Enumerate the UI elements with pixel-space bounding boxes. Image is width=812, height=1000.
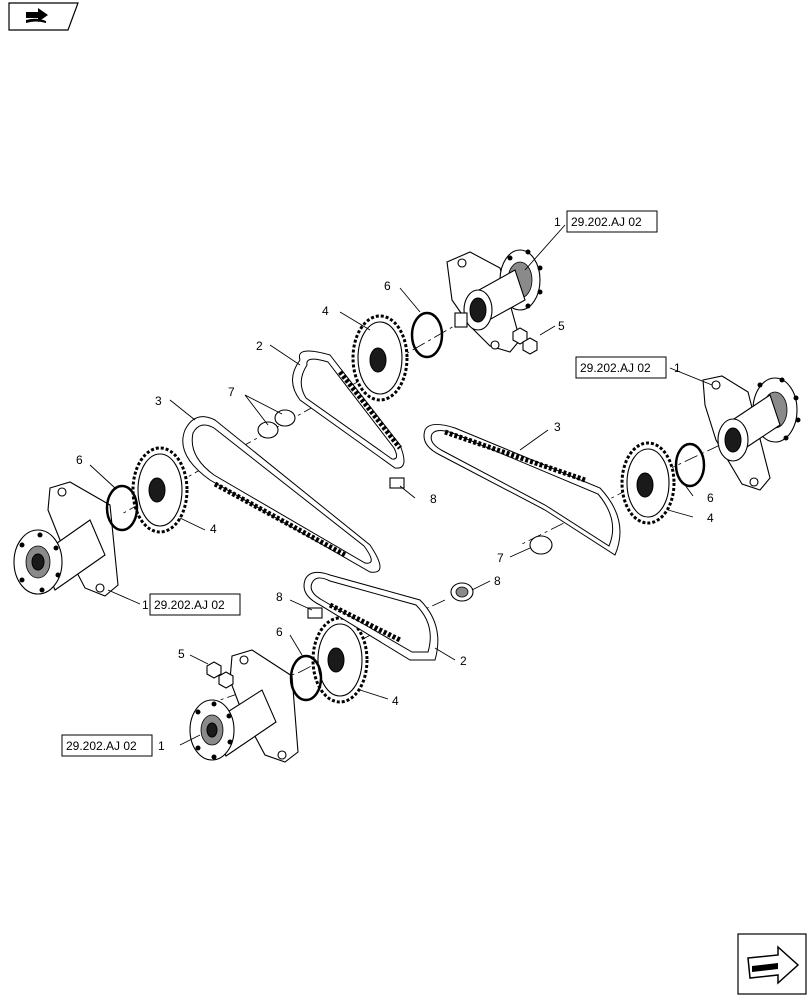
o-ring-left: [105, 484, 139, 532]
ref-box-bottom[interactable]: 29.202.AJ 02: [61, 734, 153, 757]
callout-4-left: 4: [210, 522, 217, 536]
callout-4-bottom: 4: [392, 694, 399, 708]
stud-set: [507, 249, 543, 309]
bushing-right: [450, 582, 474, 602]
callout-5-bottom: 5: [178, 647, 185, 661]
link-plate-upper: [389, 477, 405, 489]
hub-assembly-top-right: [446, 249, 543, 353]
hub-assembly-bottom-left: [189, 649, 299, 763]
hub-assembly-right: [702, 375, 801, 491]
ref-label: 29.202.AJ 02: [66, 739, 137, 753]
chain-upper-short: [292, 350, 405, 469]
callout-8-mid: 8: [430, 492, 437, 506]
sprocket-top: [351, 314, 409, 402]
callout-2-lower: 2: [460, 654, 467, 668]
o-ring-bottom: [289, 654, 323, 702]
callout-6-right: 6: [707, 491, 714, 505]
hub-assembly-left: [13, 481, 119, 597]
nut-bottom: [206, 661, 234, 689]
ref-box-top[interactable]: 29.202.AJ 02: [566, 210, 658, 233]
link-plate-lower: [307, 607, 323, 619]
sprocket-left: [131, 446, 189, 534]
callout-6-top: 6: [384, 279, 391, 293]
o-ring-top: [410, 311, 444, 359]
callout-3-right: 3: [554, 420, 561, 434]
callout-3-left: 3: [155, 394, 162, 408]
ref-box-right[interactable]: 29.202.AJ 02: [575, 356, 667, 379]
chain-long-left: [182, 416, 381, 573]
callout-5-top: 5: [558, 319, 565, 333]
ref-label: 29.202.AJ 02: [580, 361, 651, 375]
ref-box-left[interactable]: 29.202.AJ 02: [149, 593, 241, 616]
sprocket-right: [620, 441, 676, 525]
callout-6-bottom: 6: [276, 625, 283, 639]
chain-lower-short: [303, 571, 439, 661]
roller-pair: [257, 409, 296, 439]
o-ring-right: [674, 442, 706, 488]
roller-right: [529, 535, 553, 555]
callout-7-left: 7: [228, 385, 235, 399]
callout-1-left: 1: [142, 598, 149, 612]
nut-top: [512, 327, 538, 355]
book-arrow-icon[interactable]: [8, 2, 79, 31]
callout-6-left: 6: [76, 453, 83, 467]
callout-8-right: 8: [494, 574, 501, 588]
sprocket-bottom: [311, 616, 369, 704]
callout-1-right: 1: [674, 361, 681, 375]
ref-label: 29.202.AJ 02: [154, 598, 225, 612]
callout-8-lower: 8: [276, 590, 283, 604]
callout-7-right: 7: [497, 551, 504, 565]
callouts: 1 4 6 5 2 3 7 8 6 4 1 1 3 6 4 7 8 8 6 2 …: [76, 215, 714, 753]
callout-4-right: 4: [707, 511, 714, 525]
callout-2-upper: 2: [256, 339, 263, 353]
leader-lines: [89, 224, 713, 746]
ref-label: 29.202.AJ 02: [571, 215, 642, 229]
chain-long-right: [423, 424, 621, 556]
callout-4-top: 4: [322, 304, 329, 318]
callout-1-top: 1: [554, 215, 561, 229]
next-page-arrow-icon[interactable]: [737, 933, 807, 995]
callout-1-bottom: 1: [158, 739, 165, 753]
